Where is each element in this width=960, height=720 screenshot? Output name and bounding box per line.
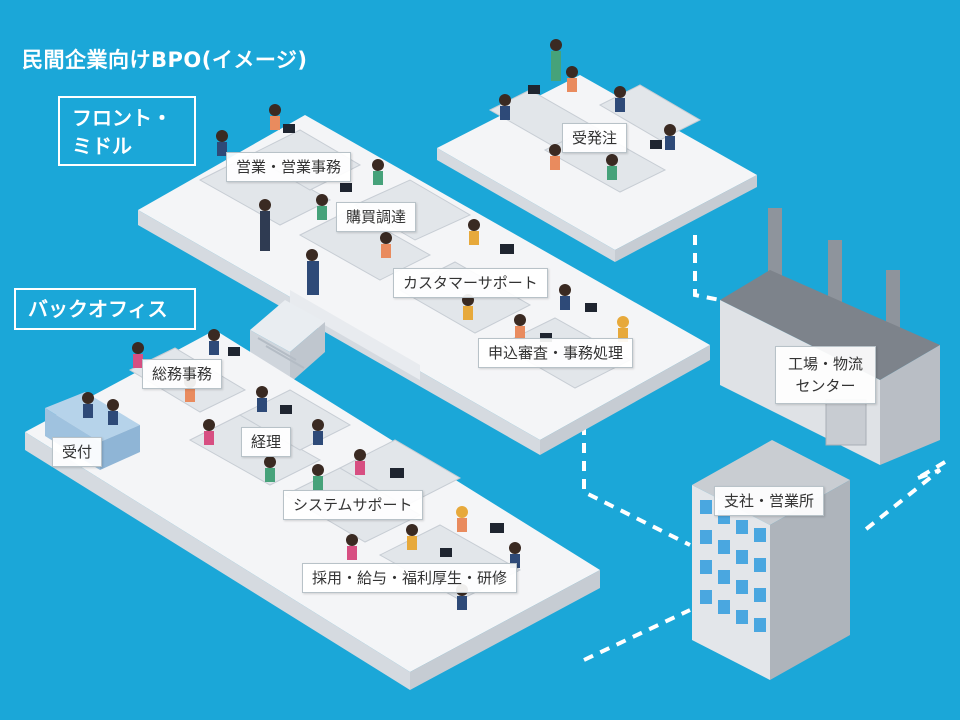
- label-factory-line2: センター: [795, 377, 856, 395]
- label-hr: 採用・給与・福利厚生・研修: [302, 563, 518, 593]
- label-procurement: 購買調達: [336, 202, 417, 232]
- front-middle-section: フロント・ ミドル: [58, 96, 196, 166]
- label-branch: 支社・営業所: [714, 486, 825, 516]
- back-office-section: バックオフィス: [14, 288, 196, 330]
- label-factory: 工場・物流 センター: [775, 346, 877, 404]
- factory-building: [720, 208, 940, 465]
- label-orders: 受発注: [562, 123, 628, 153]
- page-title: 民間企業向けBPO(イメージ): [22, 48, 308, 72]
- label-reception: 受付: [52, 437, 103, 467]
- branch-building: [692, 440, 850, 680]
- label-application-processing: 申込審査・事務処理: [478, 338, 634, 368]
- label-general-affairs: 総務事務: [142, 359, 223, 389]
- front-middle-label-line1: フロント・: [72, 106, 172, 130]
- label-accounting: 経理: [241, 427, 292, 457]
- connector-lines: [582, 235, 947, 662]
- front-middle-label-line2: ミドル: [72, 134, 132, 158]
- monitors: [228, 85, 662, 557]
- label-system-support: システムサポート: [283, 490, 423, 520]
- stairs: [250, 300, 325, 383]
- label-sales: 営業・営業事務: [226, 152, 352, 182]
- label-factory-line1: 工場・物流: [788, 355, 864, 373]
- label-customer-support: カスタマーサポート: [393, 268, 548, 298]
